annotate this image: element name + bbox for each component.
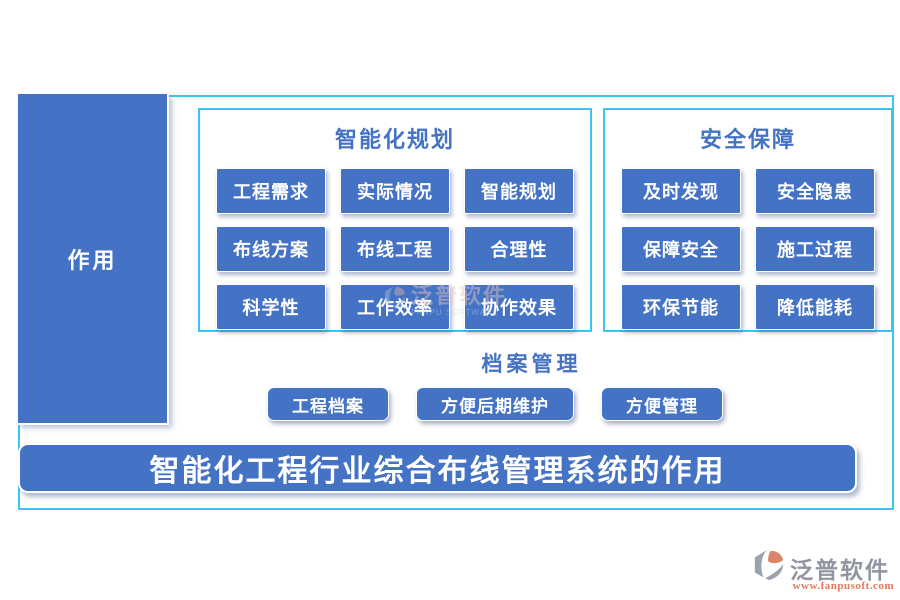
role-sidebar-label: 作用 (67, 247, 118, 273)
fanpu-logo-url: www.fanpusoft.com (792, 580, 894, 592)
planning-item-7: 科学性 (216, 284, 326, 330)
planning-item-9: 协作效果 (464, 284, 574, 330)
planning-item-1: 工程需求 (216, 168, 326, 214)
safety-item-5: 环保节能 (621, 284, 741, 330)
safety-panel: 安全保障 及时发现 安全隐患 保障安全 施工过程 环保节能 降低能耗 (603, 108, 893, 332)
archive-section-title: 档案管理 (481, 352, 582, 376)
planning-item-6: 合理性 (464, 226, 574, 272)
fanpu-logo-name: 泛普软件 (790, 557, 890, 583)
planning-grid: 工程需求 实际情况 智能规划 布线方案 布线工程 合理性 科学性 工作效率 协作… (200, 154, 590, 330)
safety-panel-title: 安全保障 (699, 127, 796, 152)
safety-item-6: 降低能耗 (755, 284, 875, 330)
safety-item-3: 保障安全 (621, 226, 741, 272)
bottom-title-text: 智能化工程行业综合布线管理系统的作用 (149, 455, 726, 488)
archive-item-3: 方便管理 (601, 387, 723, 421)
archive-item-2: 方便后期维护 (416, 387, 574, 421)
planning-item-3: 智能规划 (464, 168, 574, 214)
archive-item-1: 工程档案 (267, 387, 389, 421)
planning-item-5: 布线工程 (340, 226, 450, 272)
fanpu-logo: 泛普软件 www.fanpusoft.com (752, 548, 894, 592)
planning-item-8: 工作效率 (340, 284, 450, 330)
safety-item-2: 安全隐患 (755, 168, 875, 214)
safety-item-1: 及时发现 (621, 168, 741, 214)
role-sidebar-block: 作用 (18, 94, 169, 425)
safety-grid: 及时发现 安全隐患 保障安全 施工过程 环保节能 降低能耗 (605, 154, 891, 330)
fanpu-logo-icon (752, 548, 786, 587)
planning-item-2: 实际情况 (340, 168, 450, 214)
planning-panel-title: 智能化规划 (334, 127, 455, 152)
planning-panel: 智能化规划 工程需求 实际情况 智能规划 布线方案 布线工程 合理性 科学性 工… (198, 108, 592, 332)
planning-item-4: 布线方案 (216, 226, 326, 272)
safety-item-4: 施工过程 (755, 226, 875, 272)
bottom-title-banner: 智能化工程行业综合布线管理系统的作用 (18, 443, 857, 493)
archive-row: 工程档案 方便后期维护 方便管理 (165, 387, 825, 421)
